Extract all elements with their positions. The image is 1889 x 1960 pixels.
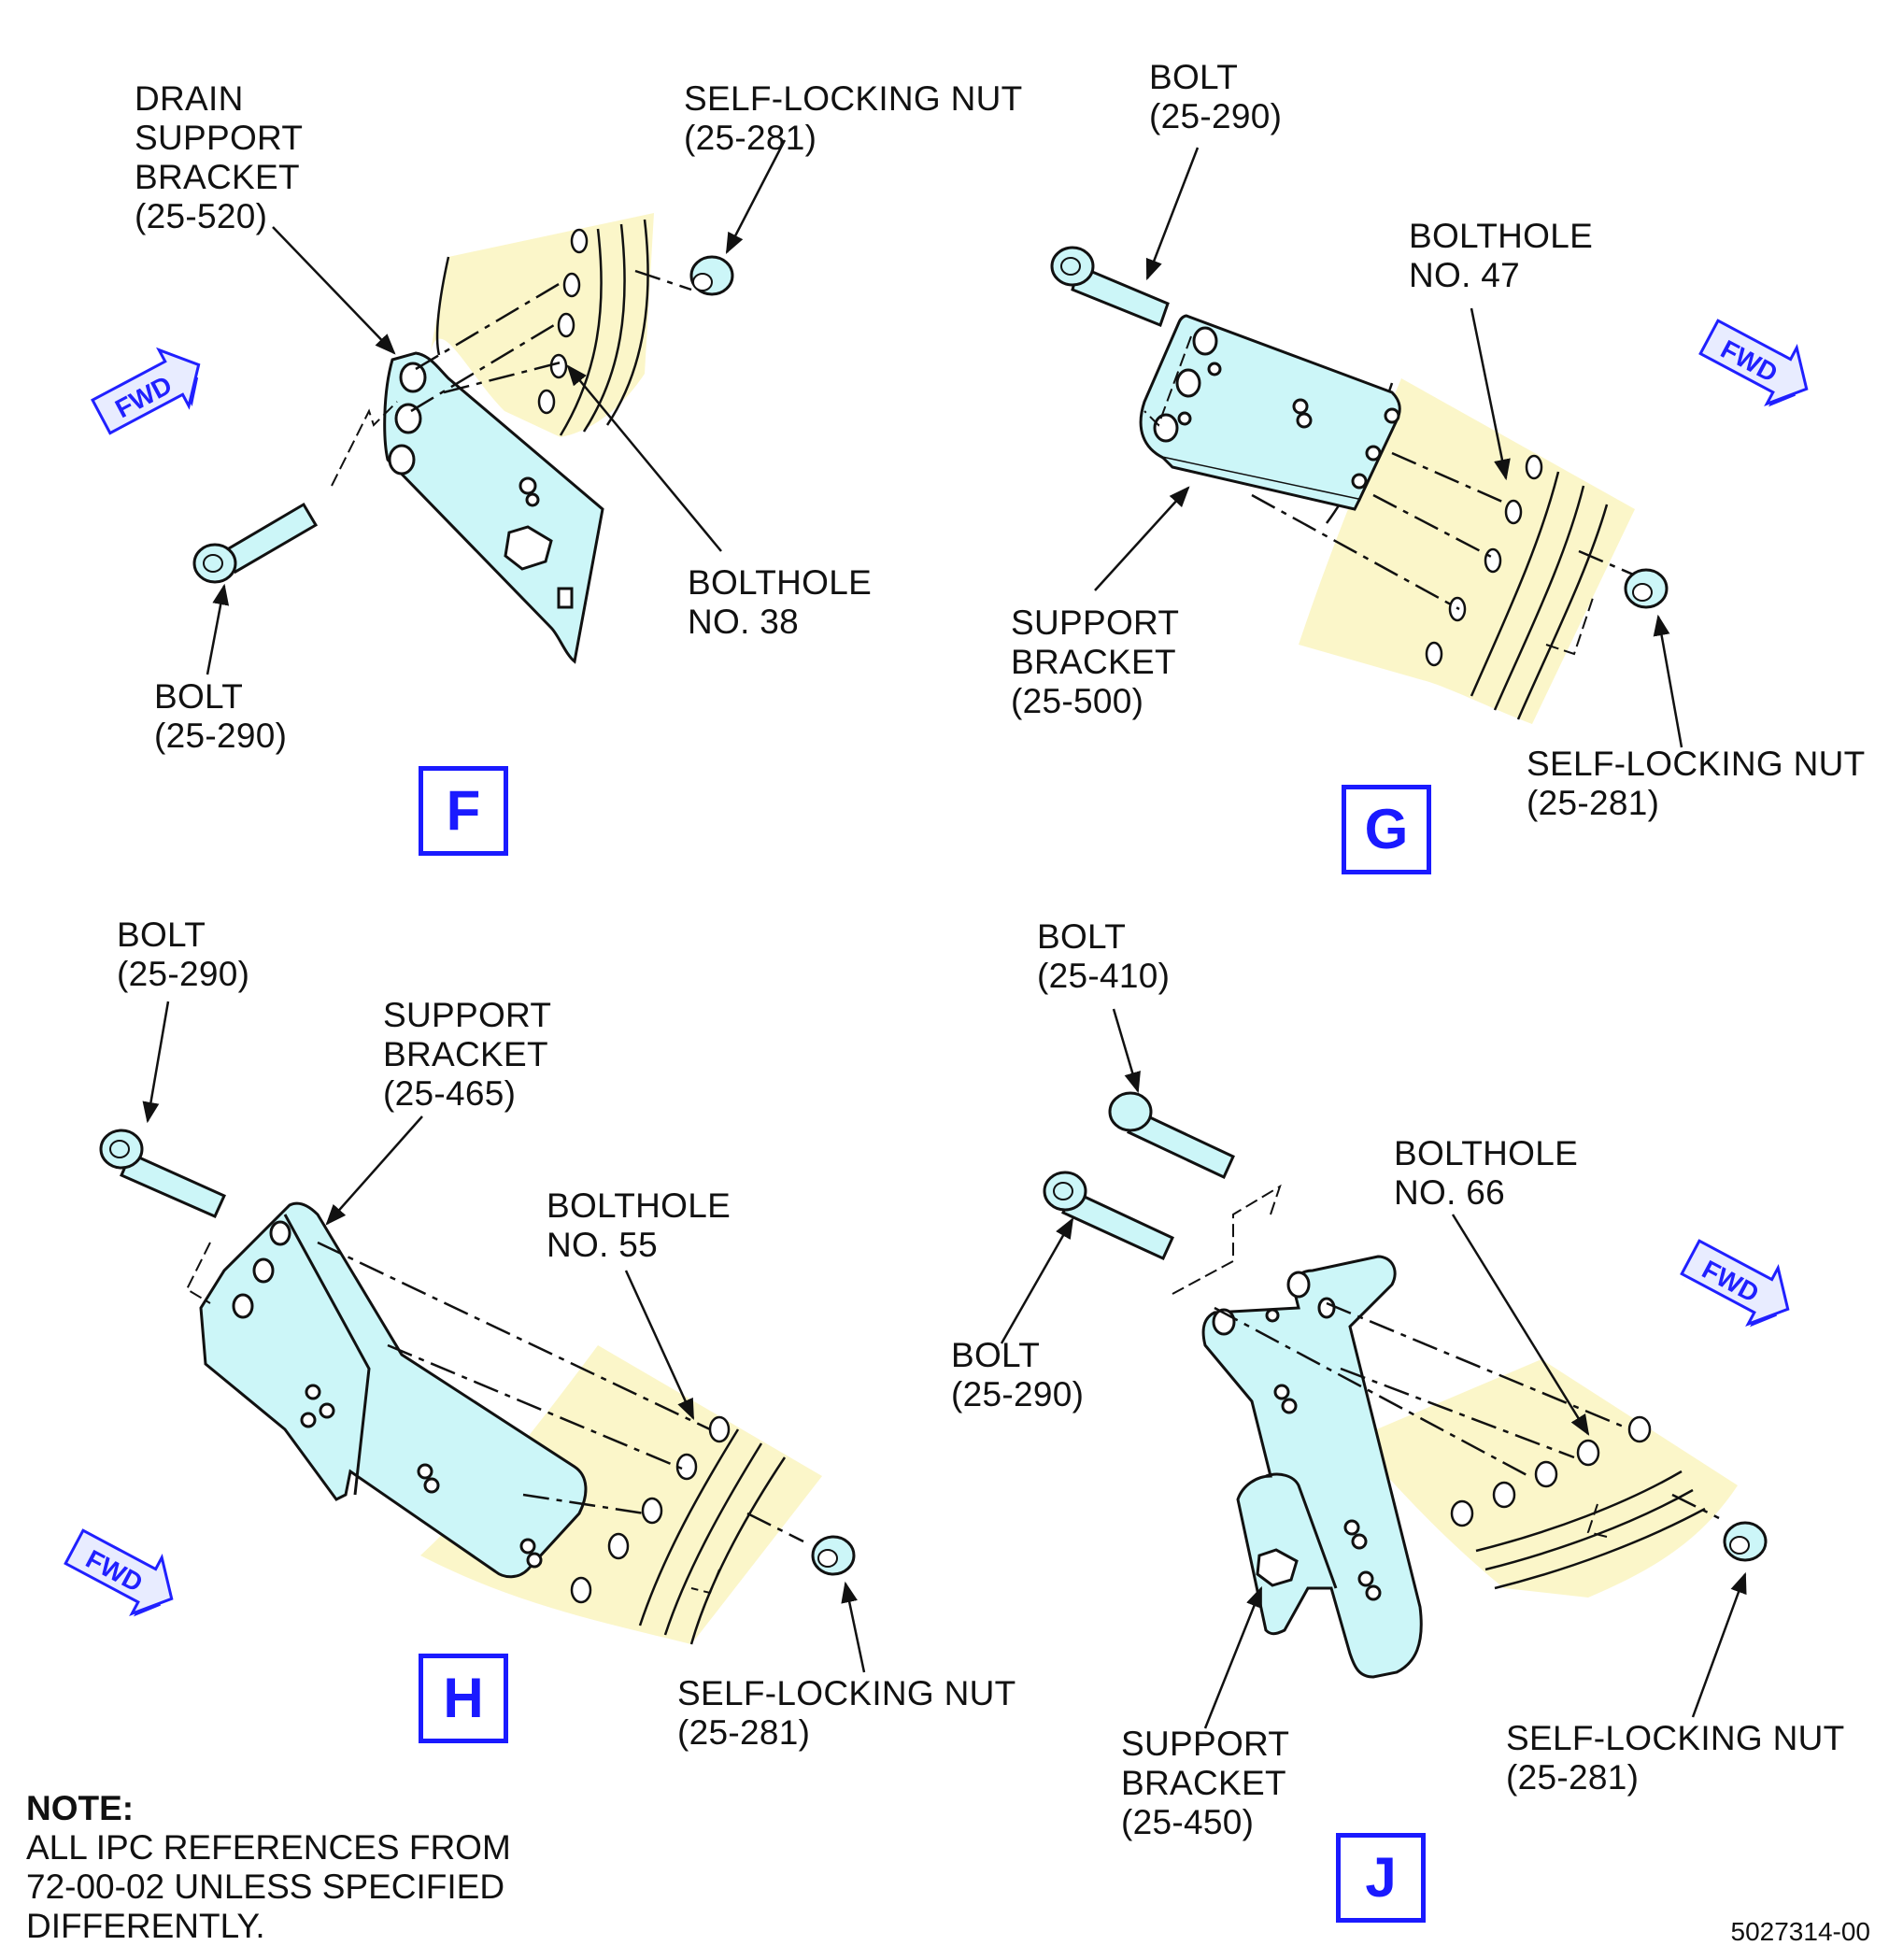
flange-f bbox=[430, 213, 654, 437]
self-locking-nut-h bbox=[811, 1535, 856, 1576]
view-label-f: F bbox=[419, 766, 508, 856]
view-j-drawing: FWD bbox=[1000, 1008, 1805, 1729]
label-j-self-locking-nut: SELF-LOCKING NUT (25-281) bbox=[1506, 1719, 1845, 1797]
self-locking-nut-g bbox=[1624, 568, 1669, 609]
label-g-bolt: BOLT (25-290) bbox=[1149, 58, 1283, 135]
note-heading: NOTE: bbox=[26, 1789, 135, 1827]
document-number: 5027314-00 bbox=[1730, 1917, 1870, 1946]
drain-support-bracket-f bbox=[383, 351, 604, 664]
bolt-f bbox=[192, 502, 319, 584]
view-label-h: H bbox=[419, 1654, 508, 1743]
label-g-support-bracket: SUPPORT BRACKET (25-500) bbox=[1011, 604, 1180, 720]
note-line: 72-00-02 UNLESS SPECIFIED bbox=[26, 1868, 505, 1906]
bolt-290-j bbox=[1043, 1171, 1174, 1260]
label-f-bolthole: BOLTHOLE NO. 38 bbox=[688, 563, 873, 641]
self-locking-nut-f bbox=[689, 255, 734, 296]
bolt-g bbox=[1050, 246, 1170, 327]
support-bracket-g bbox=[1139, 314, 1401, 502]
label-h-bolt: BOLT (25-290) bbox=[117, 916, 250, 993]
note-line: ALL IPC REFERENCES FROM bbox=[26, 1828, 511, 1867]
label-j-bolt-410: BOLT (25-410) bbox=[1037, 917, 1171, 995]
fwd-arrow-j: FWD bbox=[1673, 1228, 1805, 1341]
fwd-arrow-h: FWD bbox=[57, 1517, 189, 1630]
support-bracket-h bbox=[199, 1201, 588, 1579]
view-f-drawing: FWD bbox=[84, 139, 787, 675]
note-line: DIFFERENTLY. bbox=[26, 1907, 265, 1945]
label-j-bolthole: BOLTHOLE NO. 66 bbox=[1394, 1134, 1579, 1212]
label-h-support-bracket: SUPPORT BRACKET (25-465) bbox=[383, 996, 552, 1113]
note-block: NOTE: ALL IPC REFERENCES FROM 72-00-02 U… bbox=[26, 1789, 511, 1946]
flange-g bbox=[1299, 378, 1635, 724]
label-j-support-bracket: SUPPORT BRACKET (25-450) bbox=[1121, 1725, 1290, 1841]
label-f-bolt: BOLT (25-290) bbox=[154, 677, 288, 755]
label-g-bolthole: BOLTHOLE NO. 47 bbox=[1409, 217, 1594, 294]
label-f-drain-support-bracket: DRAIN SUPPORT BRACKET (25-520) bbox=[135, 79, 304, 235]
label-h-self-locking-nut: SELF-LOCKING NUT (25-281) bbox=[677, 1674, 1016, 1752]
self-locking-nut-j bbox=[1723, 1521, 1768, 1562]
label-g-self-locking-nut: SELF-LOCKING NUT (25-281) bbox=[1527, 745, 1866, 822]
view-label-g: G bbox=[1342, 785, 1431, 874]
bolt-h bbox=[99, 1129, 226, 1218]
view-label-j: J bbox=[1336, 1833, 1426, 1923]
view-g-drawing: FWD bbox=[1050, 147, 1824, 748]
view-h-drawing: FWD bbox=[57, 1001, 866, 1673]
fwd-arrow-f: FWD bbox=[84, 334, 217, 448]
fwd-arrow-g: FWD bbox=[1692, 307, 1824, 420]
flange-f-edge bbox=[435, 256, 450, 356]
label-j-bolt-290: BOLT (25-290) bbox=[951, 1336, 1085, 1413]
bolt-410-j bbox=[1108, 1091, 1235, 1180]
label-f-self-locking-nut: SELF-LOCKING NUT (25-281) bbox=[684, 79, 1023, 157]
label-h-bolthole: BOLTHOLE NO. 55 bbox=[547, 1186, 731, 1264]
